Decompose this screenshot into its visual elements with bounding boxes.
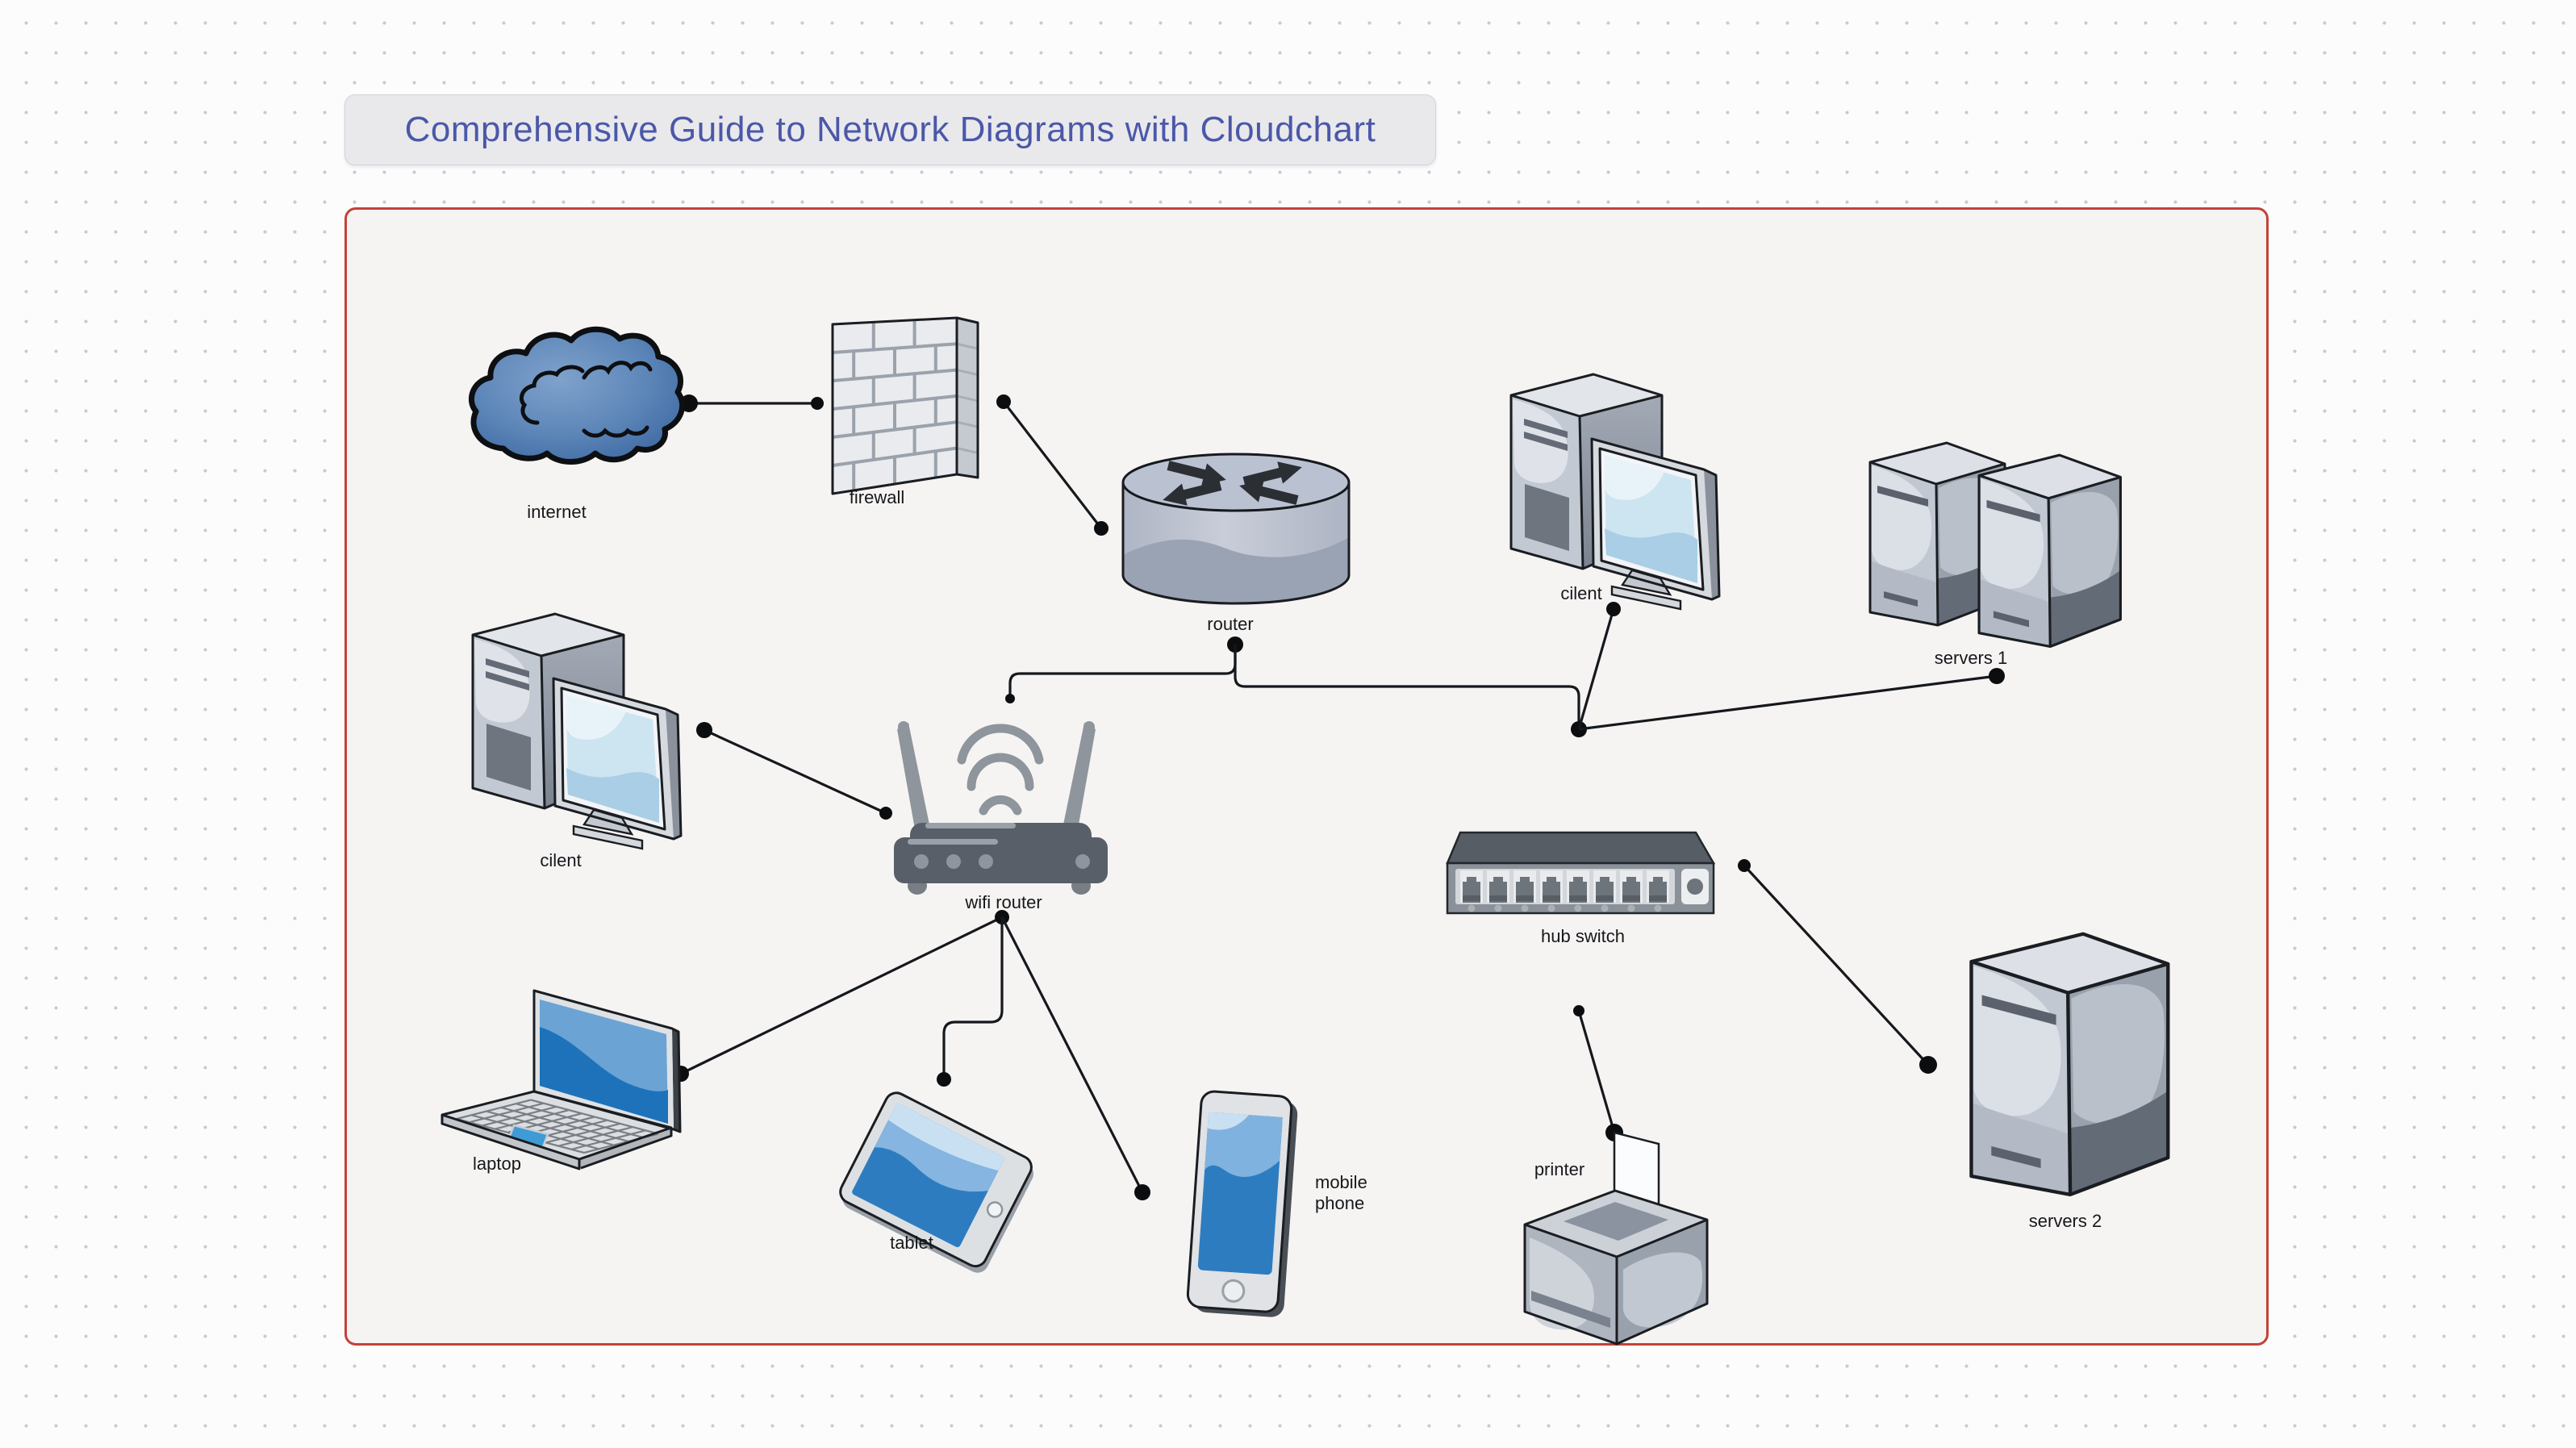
- internet-cloud-icon[interactable]: [468, 326, 686, 465]
- laptop-icon[interactable]: [440, 989, 682, 1171]
- edge-client-left-wifi-router[interactable]: [696, 722, 892, 820]
- client-top-icon[interactable]: [1509, 373, 1721, 611]
- router-icon[interactable]: [1121, 453, 1351, 605]
- servers-1-icon[interactable]: [1868, 441, 2122, 649]
- hub-switch-icon[interactable]: [1446, 831, 1716, 915]
- diagram-title-text: Comprehensive Guide to Network Diagrams …: [404, 110, 1376, 149]
- edge-hub-switch-servers-2[interactable]: [1738, 859, 1937, 1074]
- servers-1-label[interactable]: servers 1: [1934, 648, 2008, 668]
- client-top-label[interactable]: cilent: [1560, 583, 1602, 603]
- servers-2-label[interactable]: servers 2: [2028, 1211, 2102, 1231]
- printer-label[interactable]: printer: [1534, 1159, 1585, 1179]
- router-label[interactable]: router: [1207, 614, 1254, 634]
- mobile-phone-icon[interactable]: [1186, 1090, 1299, 1318]
- edge-junction-client-top[interactable]: [1577, 602, 1621, 730]
- edge-router-junction[interactable]: [1234, 645, 1587, 737]
- client-left-label[interactable]: cilent: [540, 850, 582, 870]
- edge-router-wifi-router[interactable]: [1005, 636, 1243, 703]
- diagram-title[interactable]: Comprehensive Guide to Network Diagrams …: [344, 94, 1436, 165]
- edge-wifi-router-tablet[interactable]: [937, 917, 1004, 1087]
- wifi-router-icon[interactable]: [894, 721, 1108, 895]
- firewall-label[interactable]: firewall: [849, 487, 905, 507]
- mobile-phone-label[interactable]: mobile phone: [1315, 1172, 1367, 1213]
- edge-internet-firewall[interactable]: [680, 394, 824, 412]
- edge-hub-switch-printer[interactable]: [1573, 1005, 1623, 1141]
- firewall-icon[interactable]: [831, 316, 979, 495]
- internet-label[interactable]: internet: [527, 502, 587, 522]
- client-left-icon[interactable]: [471, 612, 683, 850]
- hub-switch-label[interactable]: hub switch: [1541, 926, 1625, 946]
- wifi-router-label[interactable]: wifi router: [965, 892, 1042, 912]
- edge-junction-servers-1[interactable]: [1578, 668, 2005, 731]
- edge-firewall-router[interactable]: [996, 394, 1108, 536]
- tablet-icon[interactable]: [834, 1089, 1039, 1277]
- laptop-label[interactable]: laptop: [473, 1154, 521, 1174]
- edge-wifi-router-mobile-phone[interactable]: [1000, 916, 1150, 1200]
- tablet-label[interactable]: tablet: [890, 1233, 933, 1253]
- printer-icon[interactable]: [1523, 1131, 1709, 1346]
- servers-2-icon[interactable]: [1971, 934, 2168, 1195]
- edge-wifi-router-laptop[interactable]: [673, 910, 1009, 1082]
